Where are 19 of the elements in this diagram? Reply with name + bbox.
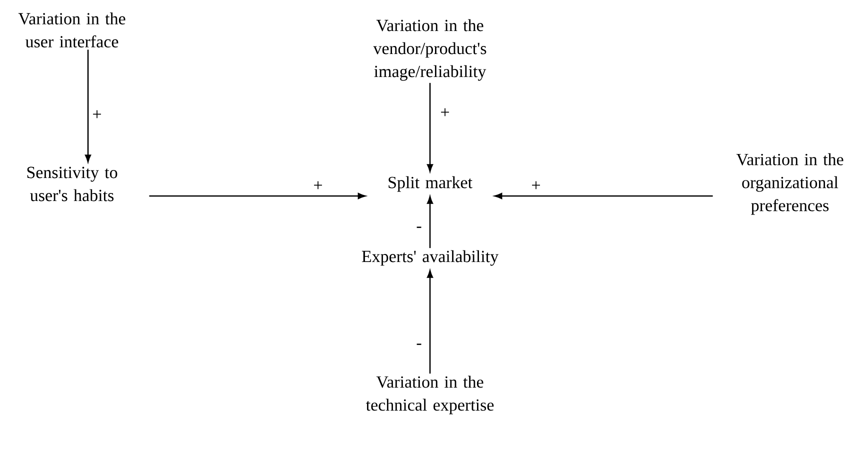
variable-text: Variation in the vendor/product's image/reliability <box>373 19 486 81</box>
edge-label: - <box>415 342 423 350</box>
edge-label: + <box>439 107 451 119</box>
variable-text: Experts' availability <box>362 250 499 266</box>
arrow <box>426 82 434 172</box>
variable-text: Variation in the user interface <box>18 12 126 48</box>
variable-text: Sensitivity to user's habits <box>27 166 118 202</box>
arrow <box>426 196 434 248</box>
variable-text: Variation in the organizational preferences <box>736 153 844 215</box>
arrow <box>426 270 434 374</box>
edge-label: + <box>530 180 542 192</box>
edge-label: - <box>415 226 423 232</box>
edge-label: + <box>91 109 103 121</box>
variable-text: Variation in the technical expertise <box>366 376 494 414</box>
arrow <box>149 192 366 200</box>
edge-label: + <box>312 180 324 192</box>
variable-text: Split market <box>388 176 472 192</box>
arrow <box>84 50 92 162</box>
arrow <box>494 192 713 200</box>
